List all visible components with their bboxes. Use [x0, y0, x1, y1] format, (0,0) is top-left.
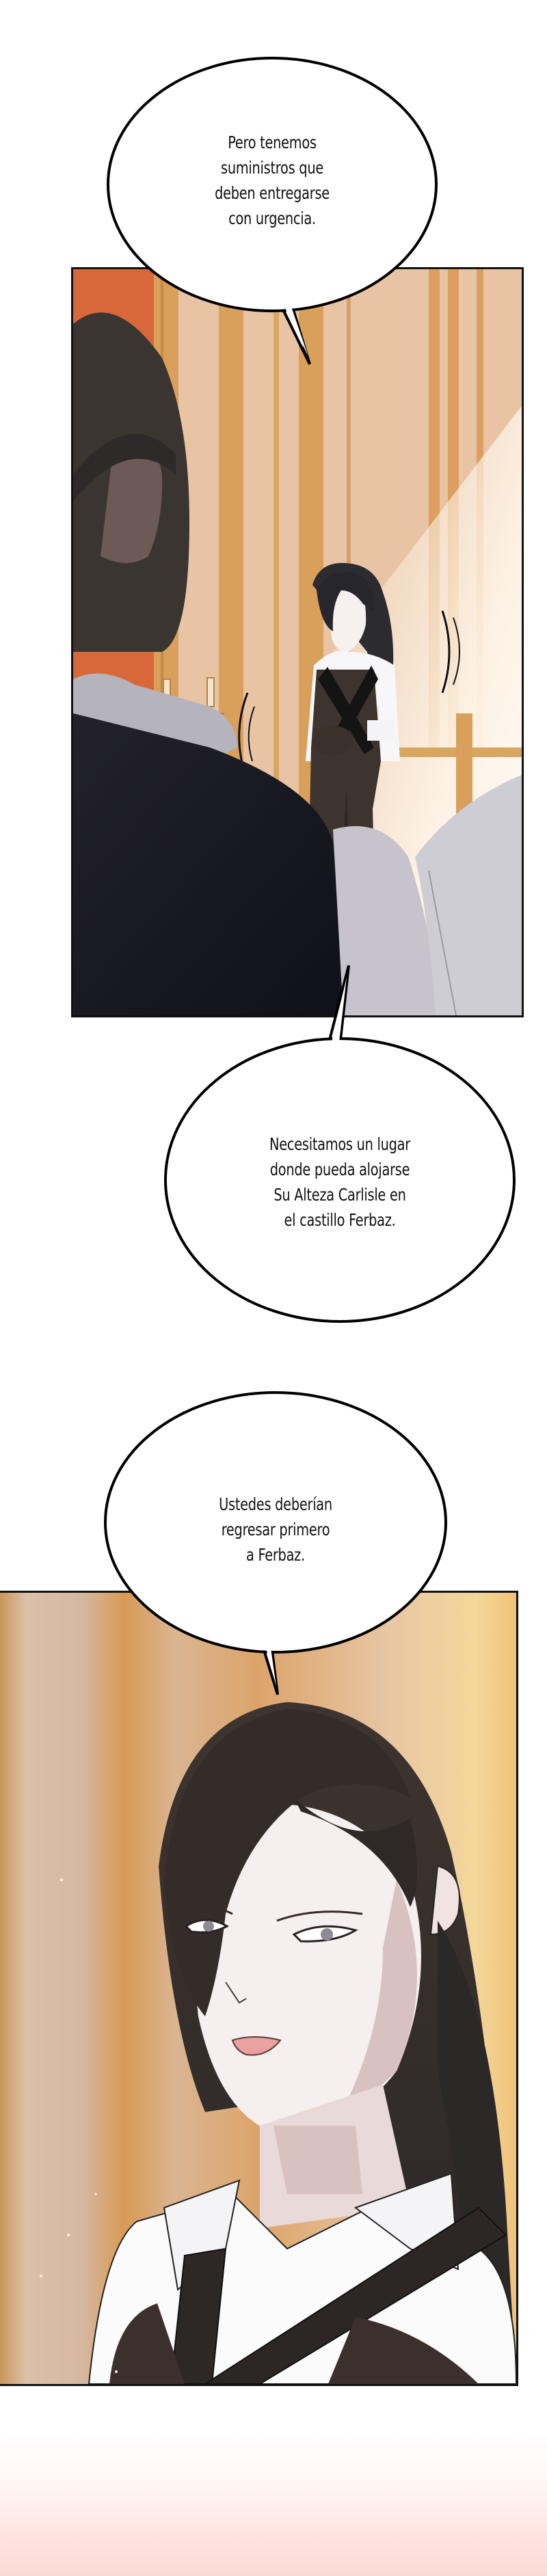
bubble-line: el castillo Ferbaz. [284, 1210, 396, 1230]
bubble-line: suministros que [221, 158, 323, 178]
bubble-line: con urgencia. [228, 208, 316, 228]
speech-bubble-3-text: Ustedes deberían regresar primero a Ferb… [194, 1492, 358, 1567]
panel-1-artwork [73, 269, 522, 1015]
chapter-end-gradient [0, 2433, 547, 2576]
comic-panel-2 [0, 1591, 518, 2386]
foreground-man [73, 312, 522, 1015]
bubble-line: Su Alteza Carlisle en [274, 1185, 406, 1205]
bubble-line: Necesitamos un lugar [269, 1134, 410, 1154]
bubble-line: donde pueda alojarse [269, 1160, 410, 1179]
bubble-line: regresar primero [221, 1520, 330, 1539]
bubble-line: Pero tenemos [228, 133, 317, 152]
bubble-line: deben entregarse [215, 183, 330, 203]
panel-2-artwork [0, 1593, 516, 2384]
speech-bubble-1-text: Pero tenemos suministros que deben entre… [184, 130, 360, 231]
bubble-line: Ustedes deberían [219, 1494, 332, 1514]
bubble-line: a Ferbaz. [246, 1545, 305, 1565]
comic-panel-1 [71, 267, 524, 1017]
speech-bubble-2-text: Necesitamos un lugar donde pueda alojars… [245, 1132, 433, 1233]
eyes [178, 1904, 363, 1943]
